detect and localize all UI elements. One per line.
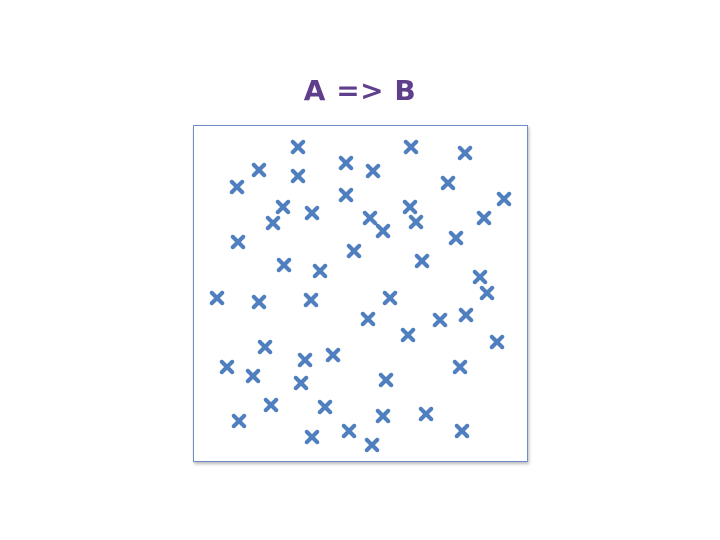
- cross-marker-icon: [325, 347, 341, 363]
- cross-marker-icon: [257, 339, 273, 355]
- cross-marker-icon: [209, 290, 225, 306]
- cross-marker-icon: [312, 263, 328, 279]
- cross-marker-icon: [303, 292, 319, 308]
- cross-marker-icon: [360, 311, 376, 327]
- cross-marker-icon: [382, 290, 398, 306]
- cross-marker-icon: [378, 372, 394, 388]
- cross-marker-icon: [263, 397, 279, 413]
- cross-marker-icon: [304, 205, 320, 221]
- cross-marker-icon: [479, 285, 495, 301]
- cross-marker-icon: [402, 199, 418, 215]
- cross-marker-icon: [251, 162, 267, 178]
- cross-marker-icon: [375, 223, 391, 239]
- cross-marker-icon: [275, 199, 291, 215]
- cross-marker-icon: [230, 234, 246, 250]
- cross-marker-icon: [496, 191, 512, 207]
- cross-marker-icon: [408, 214, 424, 230]
- cross-marker-icon: [341, 423, 357, 439]
- cross-marker-icon: [276, 257, 292, 273]
- cross-marker-icon: [365, 163, 381, 179]
- cross-marker-icon: [251, 294, 267, 310]
- cross-marker-icon: [457, 145, 473, 161]
- cross-marker-icon: [290, 139, 306, 155]
- slide-title: A => B: [303, 74, 417, 107]
- cross-marker-icon: [476, 210, 492, 226]
- cross-marker-icon: [452, 359, 468, 375]
- cross-marker-icon: [364, 437, 380, 453]
- cross-marker-icon: [454, 423, 470, 439]
- cross-marker-icon: [245, 368, 261, 384]
- cross-marker-icon: [472, 269, 488, 285]
- cross-marker-icon: [265, 215, 281, 231]
- cross-marker-icon: [317, 399, 333, 415]
- cross-marker-icon: [418, 406, 434, 422]
- cross-marker-icon: [293, 375, 309, 391]
- cross-marker-icon: [440, 175, 456, 191]
- cross-marker-icon: [231, 413, 247, 429]
- cross-marker-icon: [229, 179, 245, 195]
- cross-marker-icon: [400, 327, 416, 343]
- cross-marker-icon: [219, 359, 235, 375]
- cross-marker-icon: [414, 253, 430, 269]
- cross-marker-icon: [338, 155, 354, 171]
- cross-marker-icon: [297, 352, 313, 368]
- cross-marker-icon: [346, 243, 362, 259]
- cross-marker-icon: [448, 230, 464, 246]
- diagram-panel: [193, 125, 528, 462]
- cross-marker-icon: [362, 210, 378, 226]
- cross-marker-icon: [432, 312, 448, 328]
- cross-marker-icon: [338, 187, 354, 203]
- cross-marker-icon: [304, 429, 320, 445]
- cross-marker-icon: [489, 334, 505, 350]
- cross-marker-icon: [458, 307, 474, 323]
- cross-marker-icon: [375, 408, 391, 424]
- cross-marker-icon: [403, 139, 419, 155]
- cross-marker-icon: [290, 168, 306, 184]
